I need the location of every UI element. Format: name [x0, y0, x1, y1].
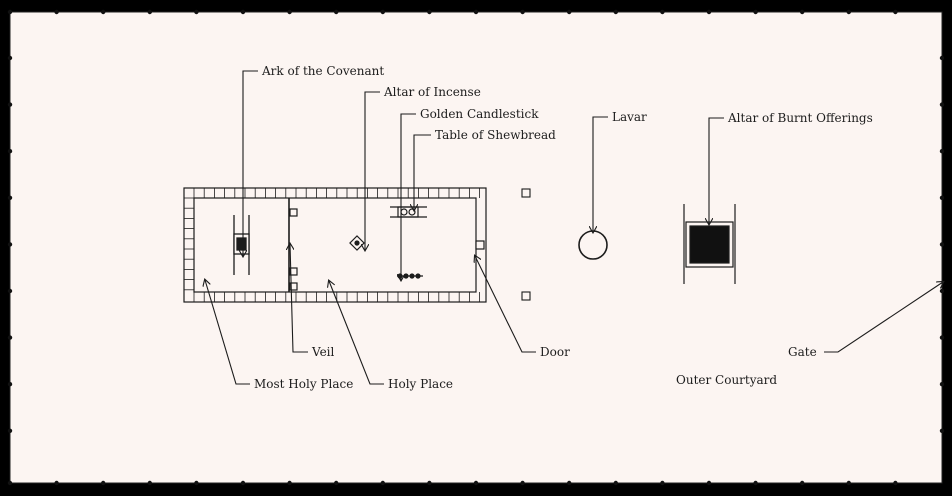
post-marker — [939, 288, 945, 294]
post-marker — [7, 288, 13, 294]
post-marker — [660, 480, 665, 486]
leader-arrow — [365, 91, 380, 250]
label-door: Door — [540, 345, 570, 359]
label-ark-of-covenant: Ark of the Covenant — [261, 64, 384, 78]
post-marker — [939, 55, 945, 61]
leader-arrow — [205, 280, 250, 385]
leader-arrow — [414, 134, 431, 210]
label-outer-courtyard: Outer Courtyard — [676, 373, 777, 387]
post-marker — [893, 480, 898, 486]
label-golden-candlestick: Golden Candlestick — [420, 107, 539, 121]
post-marker — [7, 195, 13, 200]
veil-pillar — [289, 267, 298, 276]
post-marker — [427, 9, 432, 15]
altar-of-burnt-offerings-shape — [683, 204, 736, 284]
label-most-holy-place: Most Holy Place — [254, 377, 353, 391]
lavar-basin — [578, 230, 608, 260]
post-marker — [380, 9, 385, 15]
post-marker — [520, 480, 525, 486]
post-marker — [473, 9, 479, 15]
tabernacle-structure — [183, 187, 487, 303]
post-marker — [613, 9, 618, 15]
post-marker — [753, 480, 758, 486]
post-marker — [753, 9, 758, 15]
post-marker — [893, 9, 898, 15]
leader-arrow — [824, 282, 943, 353]
post-marker — [520, 9, 525, 15]
post-marker — [473, 480, 479, 486]
pillar — [521, 291, 531, 301]
label-gate: Gate — [788, 345, 817, 359]
post-marker — [567, 9, 572, 15]
label-table-of-shewbread: Table of Shewbread — [435, 128, 556, 142]
post-marker — [660, 9, 665, 15]
door-pillar — [475, 240, 485, 250]
pillar — [521, 188, 531, 198]
veil-pillar — [289, 282, 298, 291]
post-marker — [147, 480, 152, 486]
leader-arrow — [290, 244, 308, 353]
post-marker — [240, 9, 246, 15]
veil-pillar — [289, 208, 298, 217]
post-marker — [287, 9, 292, 15]
post-marker — [939, 195, 945, 200]
label-holy-place: Holy Place — [388, 377, 453, 391]
post-marker — [567, 480, 572, 486]
post-marker — [101, 9, 106, 15]
altar-of-incense-shape — [349, 235, 365, 251]
leader-arrow — [401, 113, 416, 280]
post-marker — [706, 9, 712, 15]
post-marker — [846, 9, 851, 15]
leader-arrow — [475, 256, 536, 353]
courtyard-posts — [7, 9, 945, 486]
post-marker — [939, 242, 945, 247]
post-marker — [7, 102, 13, 107]
entrance-pillars — [521, 188, 531, 301]
post-marker — [939, 149, 945, 154]
post-marker — [7, 335, 13, 340]
post-marker — [194, 9, 199, 15]
post-marker — [939, 382, 945, 387]
post-marker — [334, 480, 339, 486]
leader-arrow — [243, 70, 258, 256]
leader-arrow — [329, 281, 384, 385]
post-marker — [7, 428, 13, 433]
post-marker — [7, 382, 13, 387]
post-marker — [380, 480, 385, 486]
post-marker — [54, 9, 59, 15]
post-marker — [939, 428, 945, 433]
post-marker — [846, 480, 851, 486]
post-marker — [194, 480, 199, 486]
label-lavar: Lavar — [612, 110, 647, 124]
post-marker — [101, 480, 106, 486]
post-marker — [706, 480, 712, 486]
wall-boards — [184, 188, 481, 302]
post-marker — [800, 9, 805, 15]
leader-arrow — [709, 117, 724, 224]
post-marker — [427, 480, 432, 486]
tent-outer-wall — [183, 187, 487, 303]
post-marker — [7, 480, 13, 486]
leader-arrow — [593, 116, 608, 232]
post-marker — [939, 335, 945, 340]
post-marker — [287, 480, 292, 486]
label-altar-of-burnt-offerings: Altar of Burnt Offerings — [727, 111, 873, 125]
post-marker — [7, 149, 13, 154]
labels: Ark of the Covenant Altar of Incense Gol… — [254, 64, 873, 391]
label-veil: Veil — [311, 345, 335, 359]
post-marker — [147, 9, 152, 15]
post-marker — [7, 9, 13, 15]
post-marker — [7, 242, 13, 247]
post-marker — [939, 102, 945, 107]
post-marker — [334, 9, 339, 15]
post-marker — [800, 480, 805, 486]
label-altar-of-incense: Altar of Incense — [383, 85, 481, 99]
leader-lines — [205, 70, 943, 385]
post-marker — [54, 480, 59, 486]
post-marker — [7, 55, 13, 61]
post-marker — [613, 480, 618, 486]
post-marker — [240, 480, 246, 486]
